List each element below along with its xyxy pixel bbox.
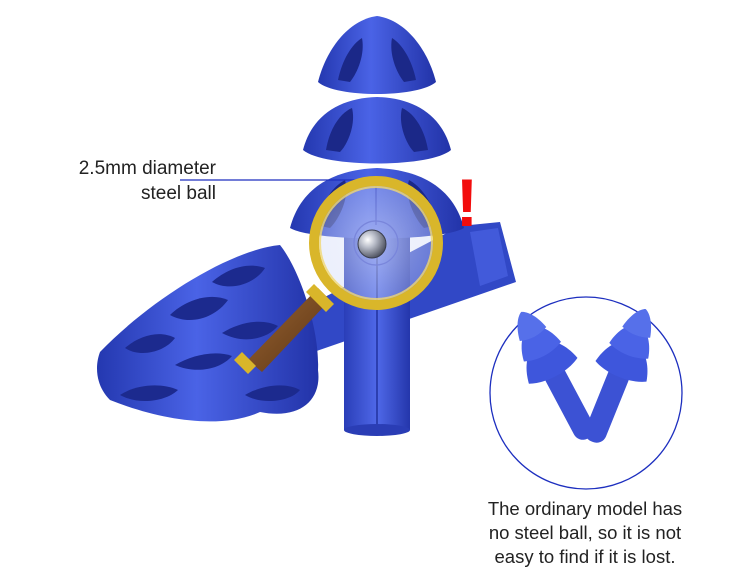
caption-line-1: The ordinary model has bbox=[487, 498, 683, 519]
ordinary-earplugs-image bbox=[489, 296, 683, 490]
steel-ball bbox=[357, 229, 387, 259]
steel-ball-callout-label: 2.5mm diameter steel ball bbox=[58, 156, 216, 206]
caption-line-3: easy to find if it is lost. bbox=[494, 546, 676, 567]
ordinary-model-caption: The ordinary model has no steel ball, so… bbox=[462, 497, 708, 569]
callout-line-1: 2.5mm diameter bbox=[78, 158, 216, 179]
callout-line-2: steel ball bbox=[141, 183, 216, 204]
warning-exclamation: ! bbox=[455, 165, 479, 241]
caption-line-2: no steel ball, so it is not bbox=[488, 522, 682, 543]
